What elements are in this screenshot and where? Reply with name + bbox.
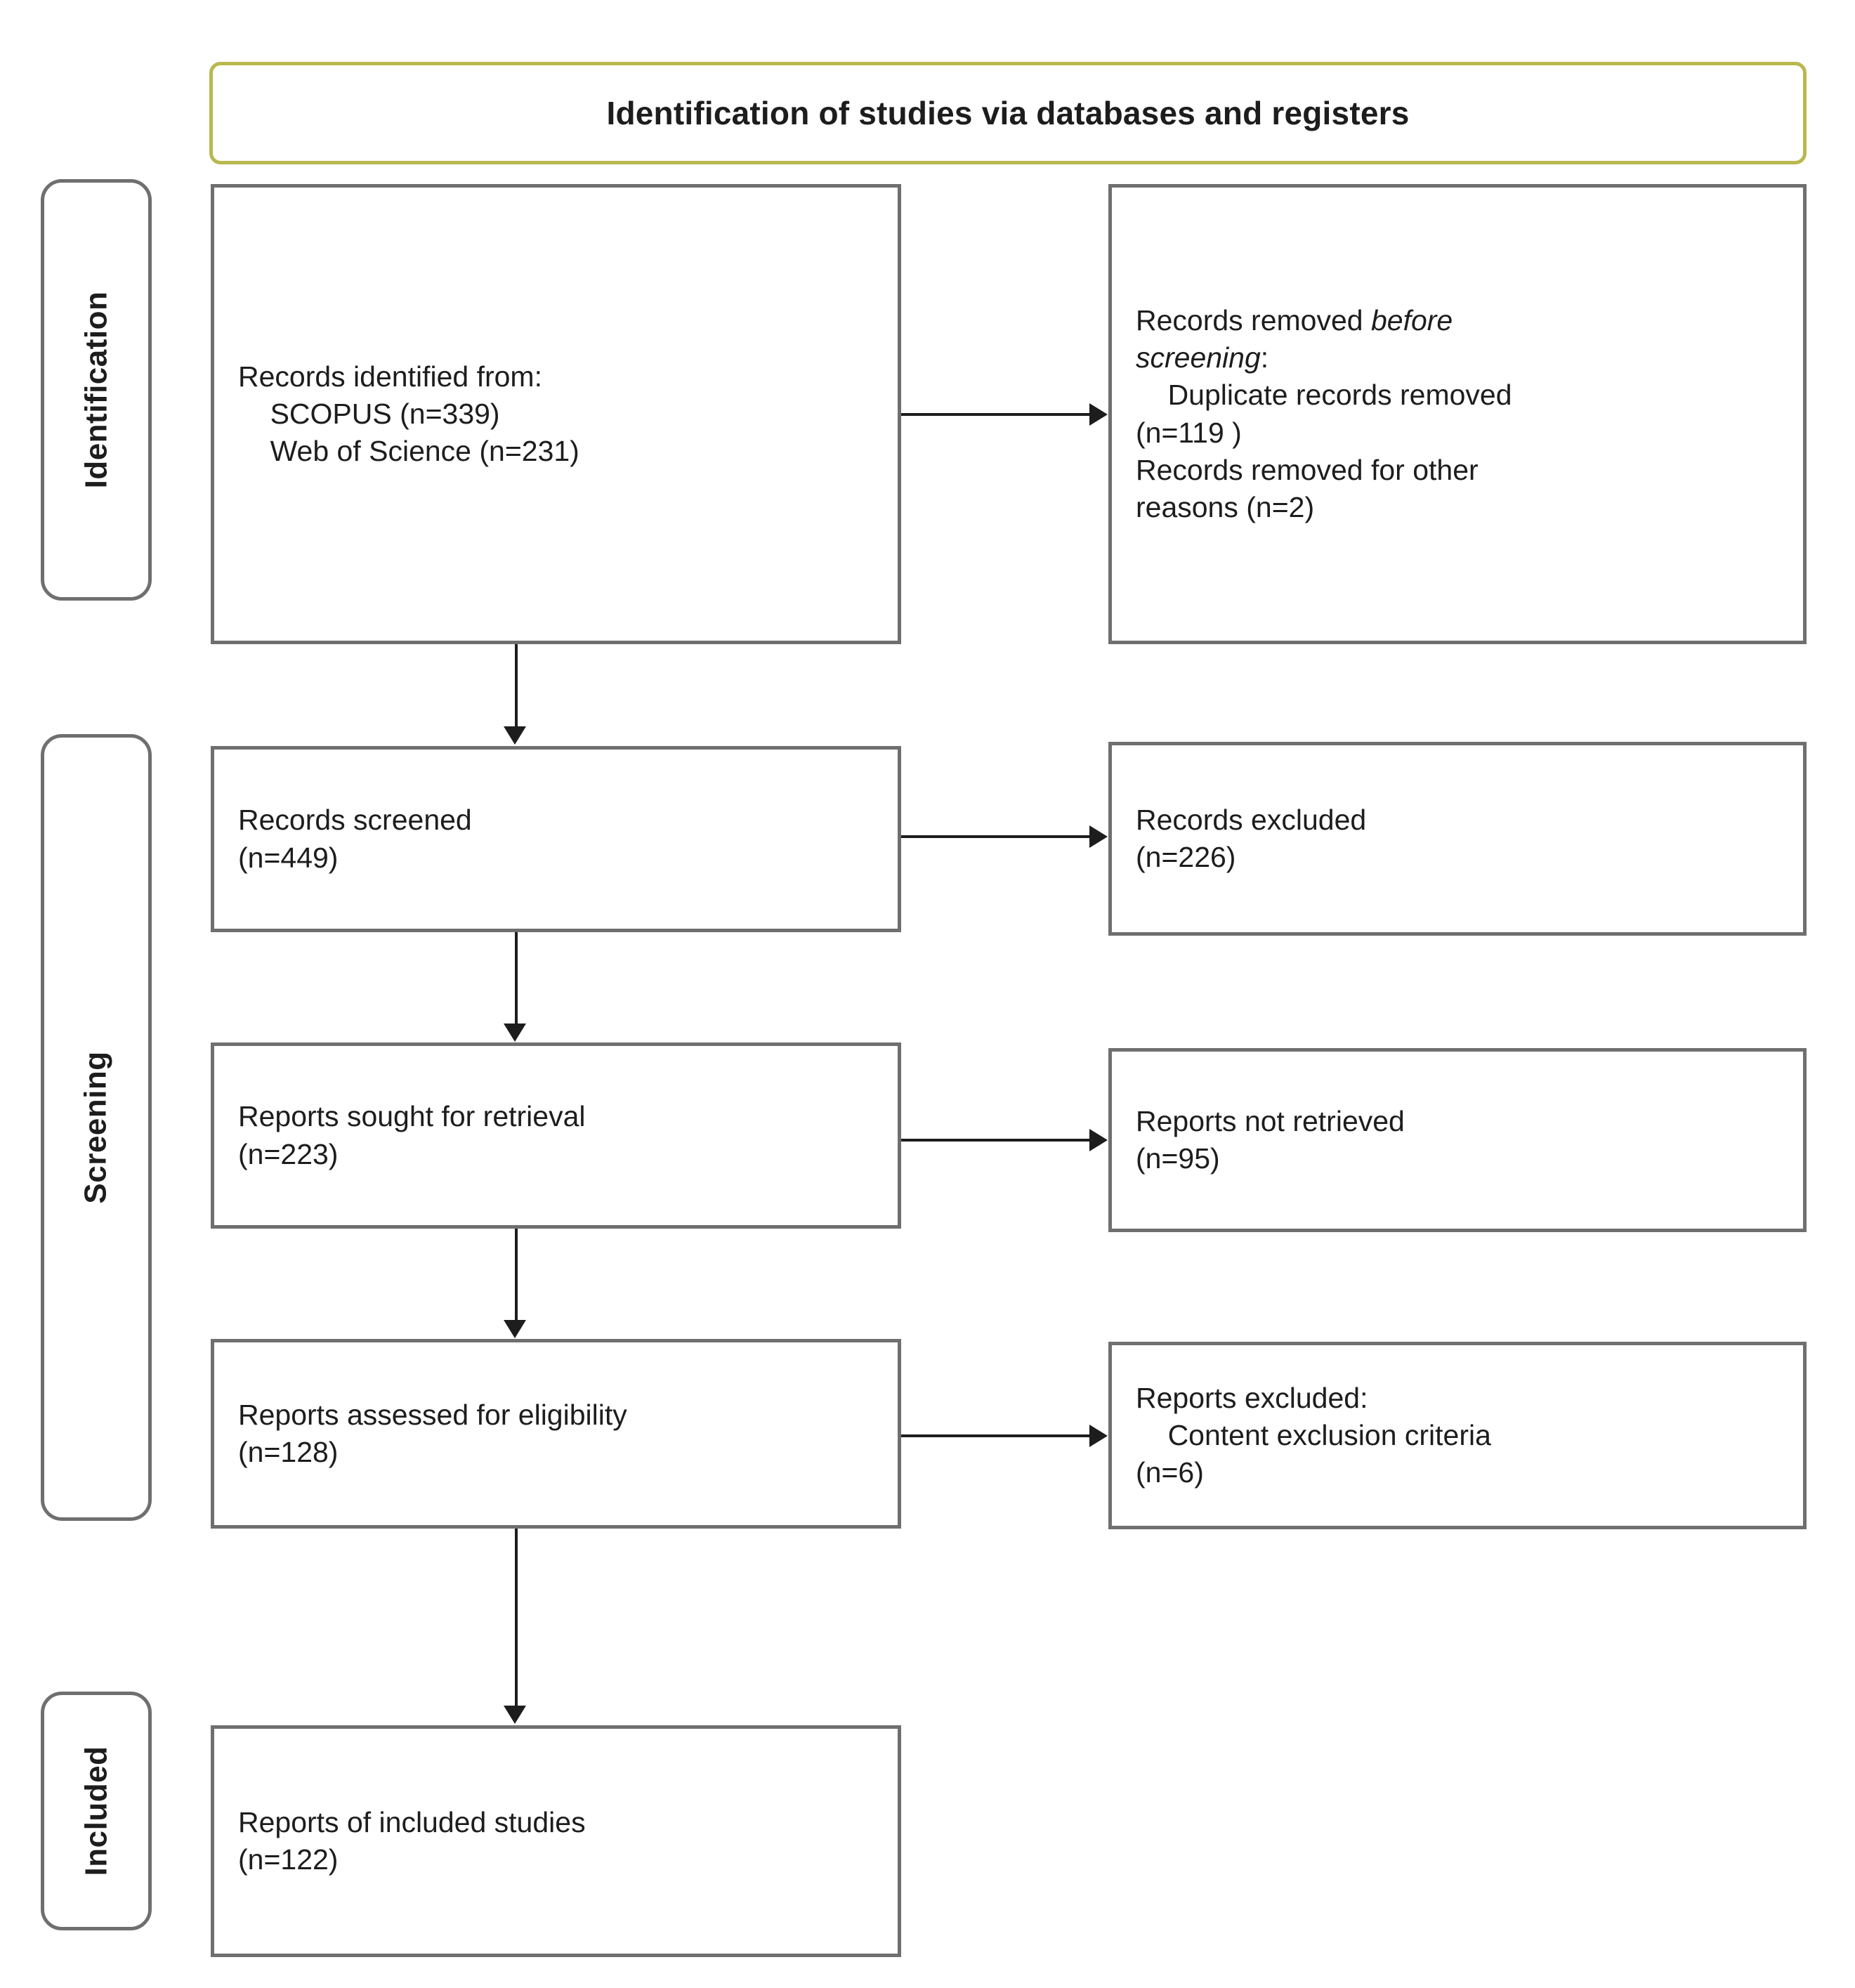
- connector-identified-to-screened: [515, 644, 518, 726]
- connector-screened-to-excluded: [901, 835, 1089, 838]
- connector-assessed-to-included: [515, 1529, 518, 1706]
- connector-sought-to-not-retrieved: [901, 1139, 1089, 1142]
- node-reports-assessed-text: Reports assessed for eligibility(n=128): [238, 1398, 627, 1468]
- node-reports-not-retrieved-text: Reports not retrieved(n=95): [1136, 1104, 1405, 1175]
- arrowhead-assessed-to-included: [504, 1706, 526, 1724]
- node-reports-not-retrieved: Reports not retrieved(n=95): [1108, 1048, 1807, 1232]
- node-reports-sought-text: Reports sought for retrieval(n=223): [238, 1100, 586, 1170]
- stage-label-screening: Screening: [41, 734, 152, 1521]
- connector-identified-to-removed: [901, 413, 1089, 416]
- stage-label-screening-text: Screening: [79, 1051, 113, 1204]
- stage-label-identification-text: Identification: [79, 291, 113, 489]
- page-title: Identification of studies via databases …: [606, 95, 1410, 131]
- node-records-screened-text: Records screened(n=449): [238, 804, 472, 874]
- arrowhead-identified-to-screened: [504, 726, 526, 745]
- node-records-identified: Records identified from: SCOPUS (n=339) …: [211, 184, 901, 644]
- node-reports-assessed: Reports assessed for eligibility(n=128): [211, 1339, 901, 1529]
- connector-assessed-to-excluded: [901, 1434, 1089, 1437]
- node-reports-included: Reports of included studies(n=122): [211, 1725, 901, 1957]
- node-records-excluded: Records excluded(n=226): [1108, 742, 1807, 936]
- stage-label-identification: Identification: [41, 179, 152, 601]
- node-reports-excluded: Reports excluded: Content exclusion crit…: [1108, 1342, 1807, 1529]
- node-records-excluded-text: Records excluded(n=226): [1136, 803, 1367, 873]
- arrowhead-identified-to-removed: [1089, 403, 1108, 426]
- arrowhead-sought-to-not-retrieved: [1089, 1129, 1108, 1151]
- diagram-title-banner: Identification of studies via databases …: [209, 62, 1807, 164]
- stage-label-included-text: Included: [79, 1746, 113, 1876]
- node-records-identified-text: Records identified from: SCOPUS (n=339) …: [238, 360, 579, 468]
- node-reports-included-text: Reports of included studies(n=122): [238, 1805, 586, 1876]
- stage-label-included: Included: [41, 1692, 152, 1930]
- arrowhead-screened-to-sought: [504, 1024, 526, 1042]
- node-records-screened: Records screened(n=449): [211, 746, 901, 932]
- connector-sought-to-assessed: [515, 1229, 518, 1320]
- connector-screened-to-sought: [515, 932, 518, 1024]
- arrowhead-sought-to-assessed: [504, 1320, 526, 1338]
- node-reports-excluded-text: Reports excluded: Content exclusion crit…: [1136, 1381, 1491, 1489]
- node-reports-sought: Reports sought for retrieval(n=223): [211, 1042, 901, 1229]
- arrowhead-assessed-to-excluded: [1089, 1425, 1108, 1447]
- arrowhead-screened-to-excluded: [1089, 825, 1108, 848]
